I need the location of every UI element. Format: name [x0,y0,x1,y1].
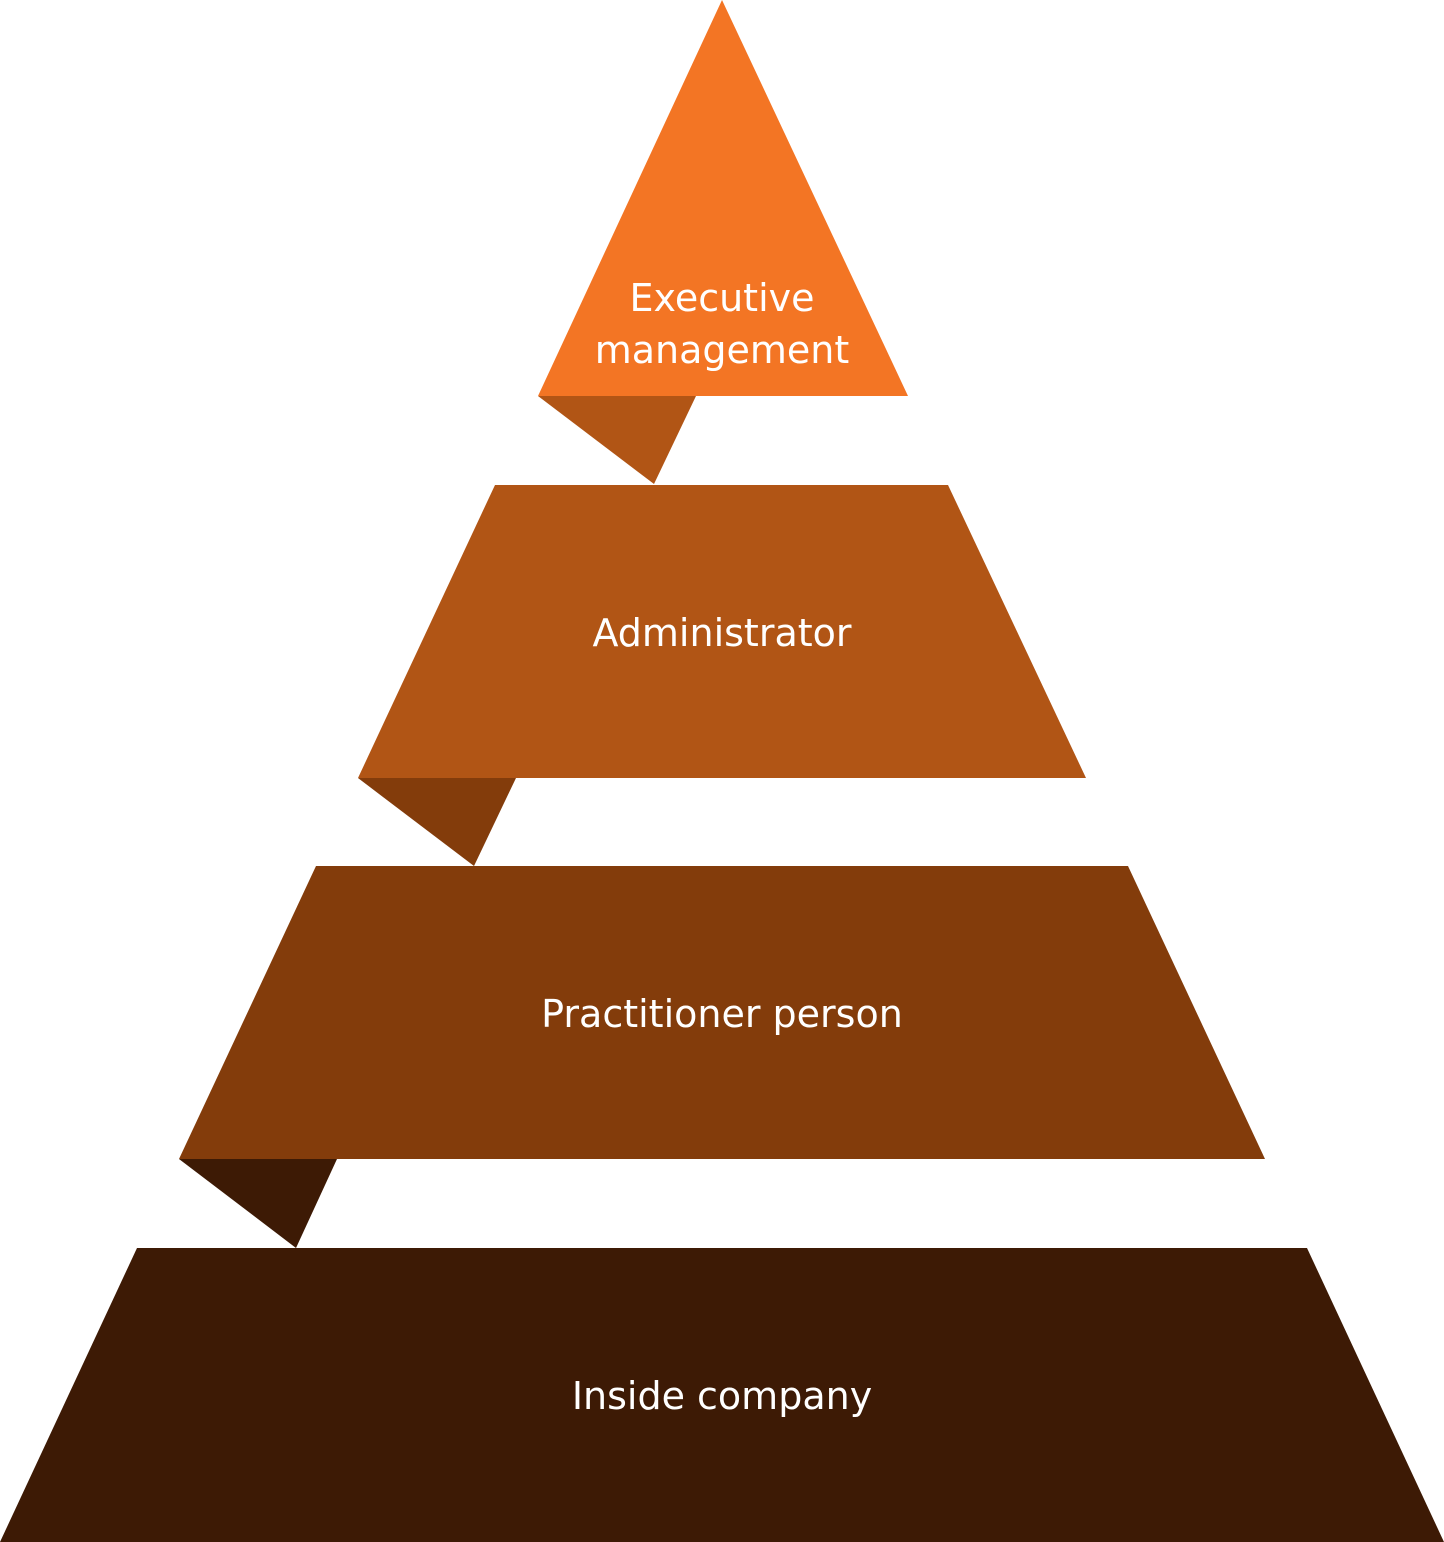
tier-label-line: Executive [629,276,814,320]
tier-shape [538,0,908,396]
tier-shape [179,866,1265,1159]
tier-inside-company: Inside company [0,1248,1444,1542]
tier-shape [0,1248,1444,1542]
tier-administrator: Administrator [358,485,1086,778]
fold-3 [179,1159,337,1248]
fold-2 [358,778,516,866]
tier-label-line: Administrator [592,611,851,655]
tier-shape [358,485,1086,778]
tier-label-line: Practitioner person [541,992,903,1036]
fold-1 [538,396,696,484]
tier-label-line: management [595,328,850,372]
tier-label-line: Inside company [572,1374,872,1418]
tier-executive-management: Executive management [538,0,908,396]
tier-practitioner-person: Practitioner person [179,866,1265,1159]
